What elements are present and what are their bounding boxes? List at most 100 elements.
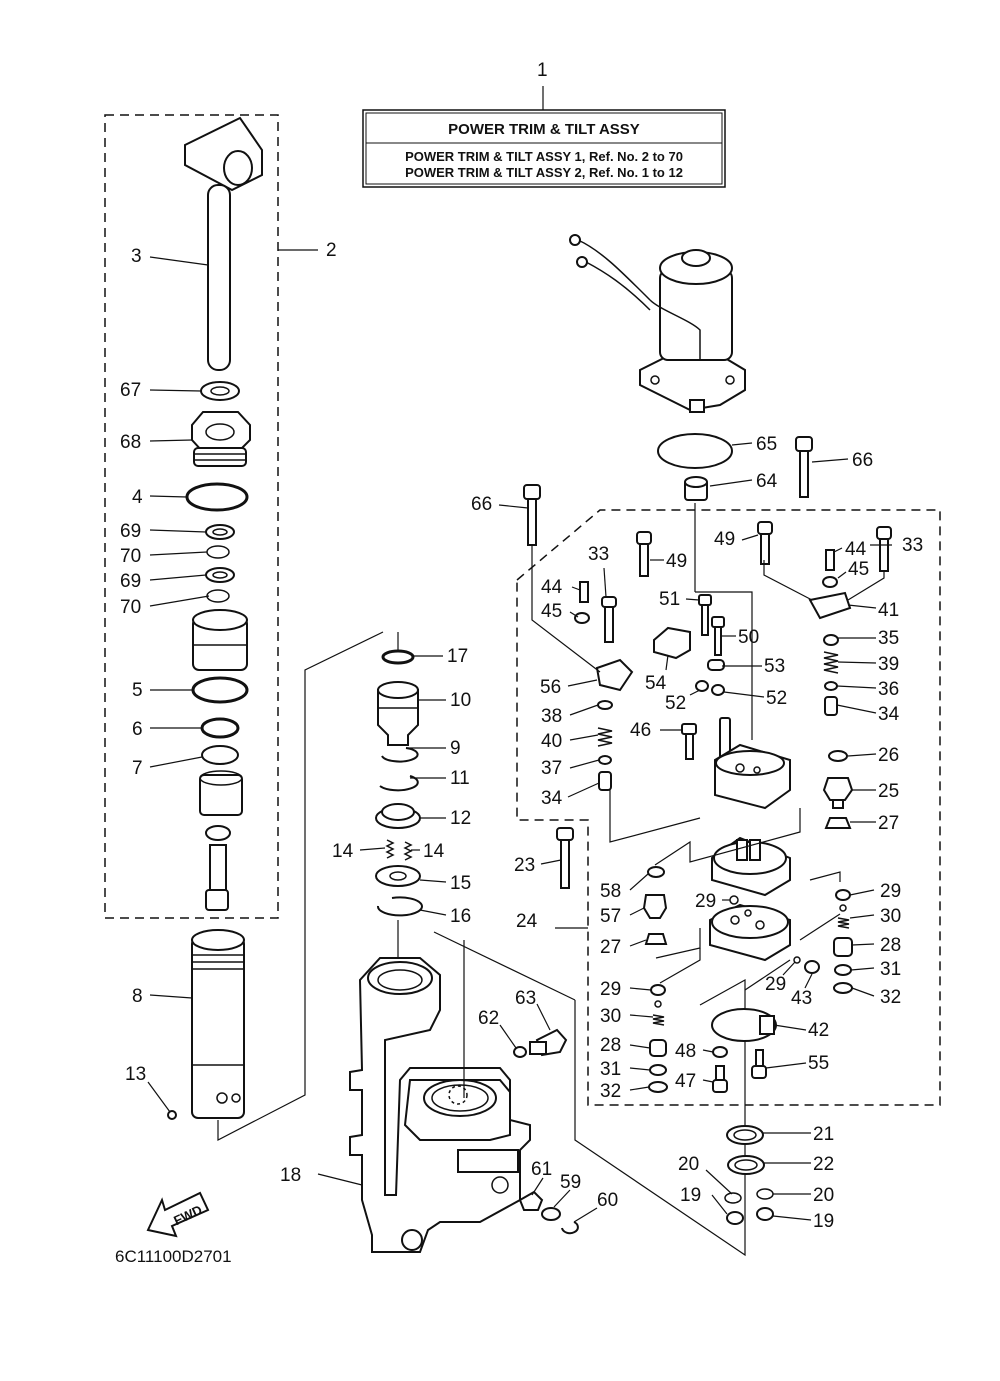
callout-label: 45 — [541, 601, 562, 622]
title-line-1: POWER TRIM & TILT ASSY 1, Ref. No. 2 to … — [405, 149, 683, 164]
callout-label: 60 — [597, 1190, 618, 1211]
diagram-code: 6C11100D2701 — [115, 1247, 232, 1266]
callout-label: 42 — [808, 1020, 829, 1041]
callout-label: 9 — [450, 738, 461, 759]
callout-label: 66 — [852, 450, 873, 471]
callout-label: 29 — [600, 979, 621, 1000]
callout-label: 51 — [659, 589, 680, 610]
callout-label: 34 — [878, 704, 900, 725]
callout-label: 25 — [878, 781, 899, 802]
callout-label: 20 — [678, 1154, 699, 1175]
callout-label: 29 — [695, 891, 716, 912]
callout-label: 32 — [880, 987, 901, 1008]
callout-label: 24 — [516, 911, 538, 932]
callout-label: 26 — [878, 745, 899, 766]
callout-label: 20 — [813, 1185, 834, 1206]
callout-label: 19 — [680, 1185, 701, 1206]
callout-label: 47 — [675, 1071, 696, 1092]
title-text: POWER TRIM & TILT ASSY — [448, 121, 640, 138]
callout-label: 36 — [878, 679, 899, 700]
tilt-cylinder — [167, 929, 245, 1120]
callout-label: 63 — [515, 988, 536, 1009]
callout-label: 54 — [645, 673, 667, 694]
tilt-housing — [349, 940, 531, 1253]
callout-label: 12 — [450, 808, 471, 829]
callout-label: 69 — [120, 521, 141, 542]
callout-label: 5 — [132, 680, 143, 701]
callout-label: 44 — [541, 577, 563, 598]
callout-label: 18 — [280, 1165, 301, 1186]
callout-label: 29 — [765, 974, 786, 995]
pump-motor — [569, 234, 746, 413]
leader-lines — [147, 256, 892, 1223]
callout-label: 10 — [450, 690, 471, 711]
callout-label: 59 — [560, 1172, 581, 1193]
center-parts — [375, 632, 423, 998]
callout-label: 61 — [531, 1159, 552, 1180]
callout-label: 69 — [120, 571, 141, 592]
housing-fittings — [513, 1028, 579, 1235]
callout-label: 55 — [808, 1053, 829, 1074]
callout-numbers: 2 3 67 68 4 69 70 69 70 5 6 7 8 13 17 10… — [120, 240, 923, 1232]
callout-label: 45 — [848, 559, 869, 580]
callout-label: 16 — [450, 906, 471, 927]
fwd-arrow: FWD — [146, 1191, 210, 1238]
callout-label: 40 — [541, 731, 562, 752]
title-box: 1 POWER TRIM & TILT ASSY POWER TRIM & TI… — [362, 60, 726, 188]
callout-label: 33 — [902, 535, 923, 556]
callout-label: 58 — [600, 881, 621, 902]
bottom-seals — [724, 1125, 774, 1225]
callout-label: 32 — [600, 1081, 621, 1102]
callout-label: 27 — [878, 813, 899, 834]
callout-label: 70 — [120, 546, 141, 567]
callout-label: 52 — [665, 693, 686, 714]
callout-label: 30 — [600, 1006, 621, 1027]
callout-label: 57 — [600, 906, 621, 927]
callout-label: 33 — [588, 544, 609, 565]
callout-label: 23 — [514, 855, 535, 876]
callout-label: 68 — [120, 432, 141, 453]
callout-label: 38 — [541, 706, 562, 727]
callout-label: 70 — [120, 597, 141, 618]
callout-label: 13 — [125, 1064, 146, 1085]
title-line-2: POWER TRIM & TILT ASSY 2, Ref. No. 1 to … — [405, 165, 683, 180]
callout-label: 4 — [132, 487, 143, 508]
callout-label: 49 — [714, 529, 735, 550]
callout-label: 35 — [878, 628, 899, 649]
callout-label: 64 — [756, 471, 778, 492]
callout-label: 44 — [845, 539, 867, 560]
callout-label: 39 — [878, 654, 899, 675]
callout-label: 50 — [738, 627, 759, 648]
callout-label: 49 — [666, 551, 687, 572]
callout-label: 17 — [447, 646, 468, 667]
tilt-rod-group — [104, 114, 318, 919]
callout-label: 8 — [132, 986, 143, 1007]
callout-label: 37 — [541, 758, 562, 779]
callout-label: 62 — [478, 1008, 499, 1029]
callout-label: 28 — [600, 1035, 621, 1056]
callout-label: 19 — [813, 1211, 834, 1232]
callout-label: 52 — [766, 688, 787, 709]
callout-label: 14 — [423, 841, 445, 862]
callout-label: 7 — [132, 758, 143, 779]
callout-1: 1 — [537, 60, 548, 81]
callout-label: 53 — [764, 656, 785, 677]
callout-label: 65 — [756, 434, 777, 455]
callout-label: 15 — [450, 873, 471, 894]
callout-label: 41 — [878, 600, 899, 621]
callout-label: 22 — [813, 1154, 834, 1175]
callout-label: 30 — [880, 906, 901, 927]
callout-label: 34 — [541, 788, 563, 809]
callout-label: 56 — [540, 677, 561, 698]
callout-label: 27 — [600, 937, 621, 958]
callout-label: 11 — [450, 768, 470, 789]
callout-label: 67 — [120, 380, 141, 401]
callout-label: 66 — [471, 494, 492, 515]
pump-assy-group — [516, 436, 941, 1110]
callout-label: 29 — [880, 881, 901, 902]
callout-label: 2 — [326, 240, 337, 261]
callout-label: 46 — [630, 720, 651, 741]
callout-label: 3 — [131, 246, 142, 267]
callout-label: 31 — [600, 1059, 621, 1080]
